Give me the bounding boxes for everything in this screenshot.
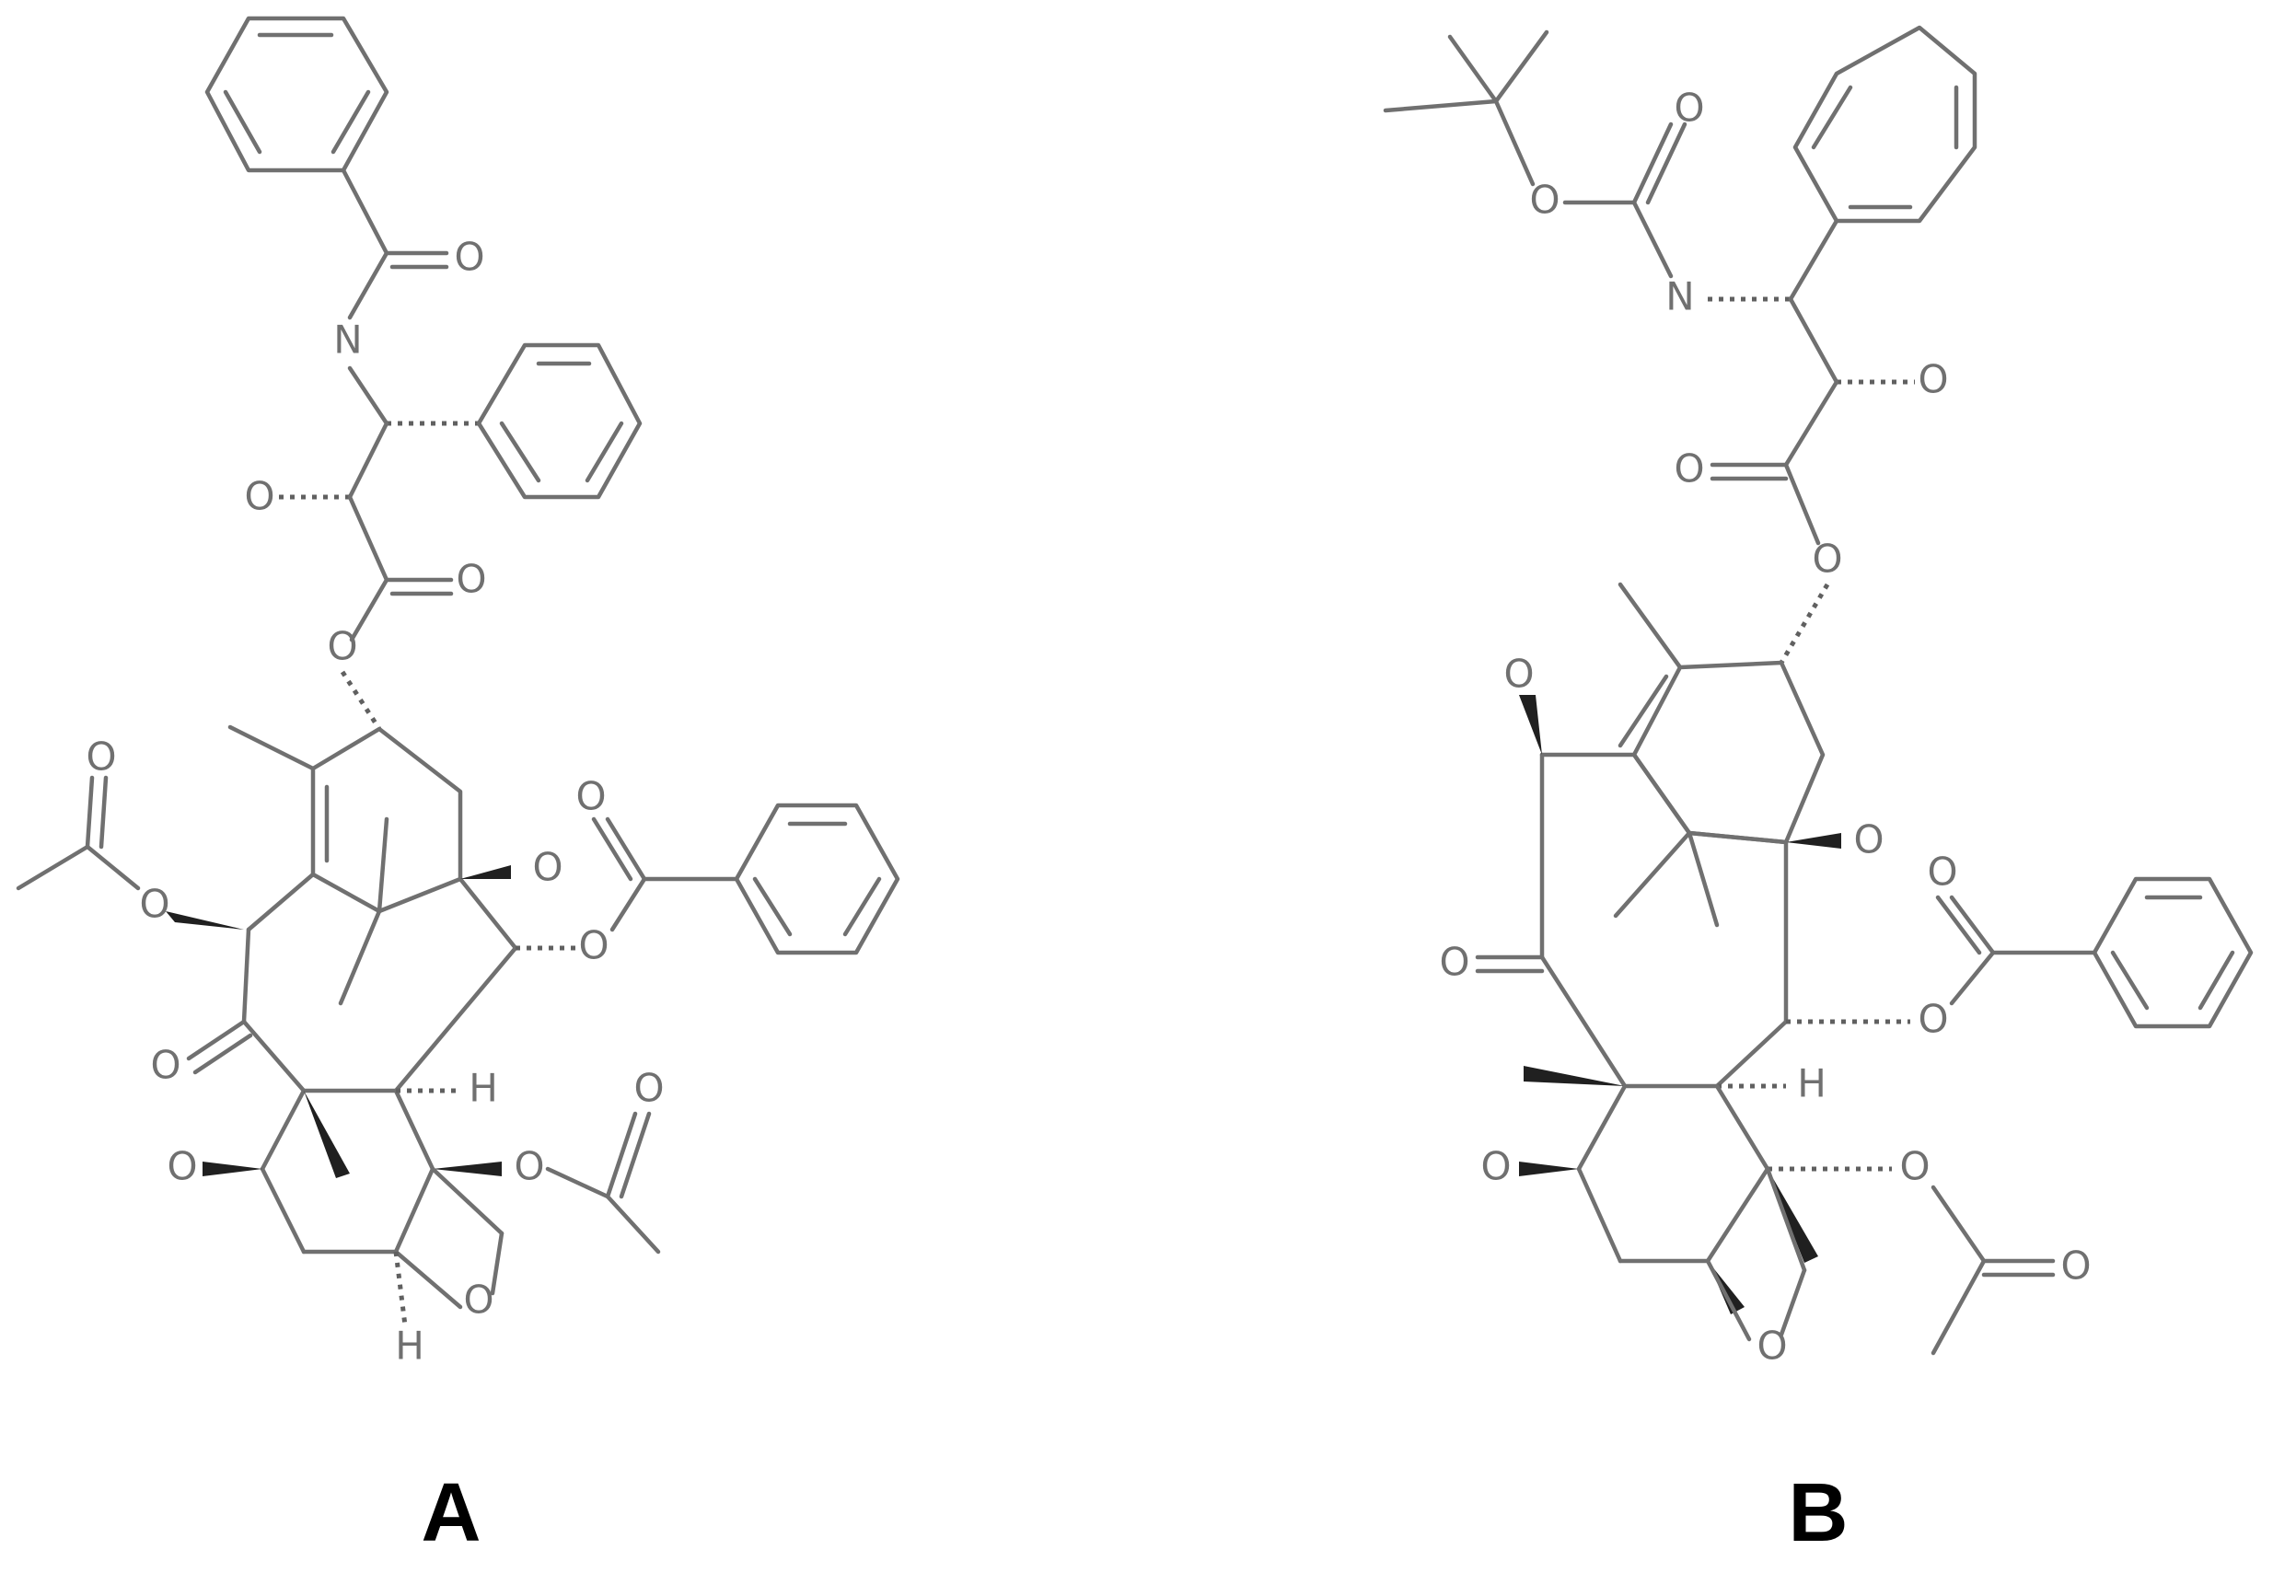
atom-o-acetate-c4-carbonyl-a: O: [633, 1066, 664, 1111]
atom-h-a: H: [469, 1066, 498, 1111]
atom-o-hydroxyl-c10-b: O: [1503, 652, 1534, 697]
atom-n-b: N: [1665, 274, 1694, 319]
atom-n-a: N: [333, 318, 362, 363]
atom-o-hydroxyl-c1-a: O: [532, 845, 562, 890]
panel-label-b: B: [1789, 1467, 1849, 1559]
atom-o-hydroxyl-c7-a: O: [167, 1144, 197, 1189]
atom-o-ester-b: O: [1812, 537, 1842, 582]
atom-o-oxetane-b: O: [1757, 1324, 1787, 1369]
atom-o-acetate-c4-a: O: [514, 1144, 544, 1189]
atom-o-boc-ether-b: O: [1529, 178, 1560, 223]
atom-o-hydroxyl-a: O: [244, 474, 274, 519]
atom-o-benzoate-carbonyl-b: O: [1927, 850, 1957, 895]
atom-o-hydroxyl-c1-b: O: [1853, 817, 1884, 862]
atom-h-b: H: [1797, 1061, 1826, 1106]
atom-o-benzoate-a: O: [578, 923, 609, 968]
benzene-ring-right-a: [734, 803, 900, 955]
benzene-ring-top-a: [204, 16, 389, 173]
atom-o-benzoate-carbonyl-a: O: [575, 774, 606, 819]
atom-o-hydroxyl-b: O: [1918, 357, 1948, 402]
atom-o-acetate-c4-carbonyl-b: O: [2060, 1243, 2091, 1289]
atom-o-amide-a: O: [454, 235, 484, 280]
panel-label-a: A: [422, 1467, 481, 1559]
benzene-ring-top-b: [1792, 25, 1977, 224]
atom-o-ester-carbonyl-a: O: [456, 557, 486, 602]
atom-h-lower-a: H: [395, 1324, 424, 1369]
atom-o-benzoate-b: O: [1918, 997, 1948, 1042]
benzene-ring-middle-a: [476, 342, 643, 500]
core-ring-b: [1631, 660, 1826, 845]
atom-o-acetate-left-a: O: [139, 882, 169, 927]
atom-o-acetate-left-carbonyl-a: O: [86, 734, 116, 780]
molecule-b: O O N O O O O: [1383, 25, 2254, 1369]
benzene-ring-right-b: [2092, 876, 2254, 1029]
atom-o-ketone-b: O: [1439, 940, 1469, 985]
atom-o-ester-carbonyl-b: O: [1674, 446, 1704, 492]
atom-o-hydroxyl-c7-b: O: [1480, 1144, 1511, 1189]
atom-o-ketone-a: O: [150, 1043, 180, 1088]
atom-o-oxetane-a: O: [463, 1278, 493, 1323]
atom-o-ester-a: O: [327, 624, 357, 669]
atom-o-acetate-c4-b: O: [1899, 1144, 1930, 1189]
atom-o-boc-carbonyl-b: O: [1674, 86, 1704, 131]
molecule-a: O N O O O O: [16, 16, 900, 1369]
